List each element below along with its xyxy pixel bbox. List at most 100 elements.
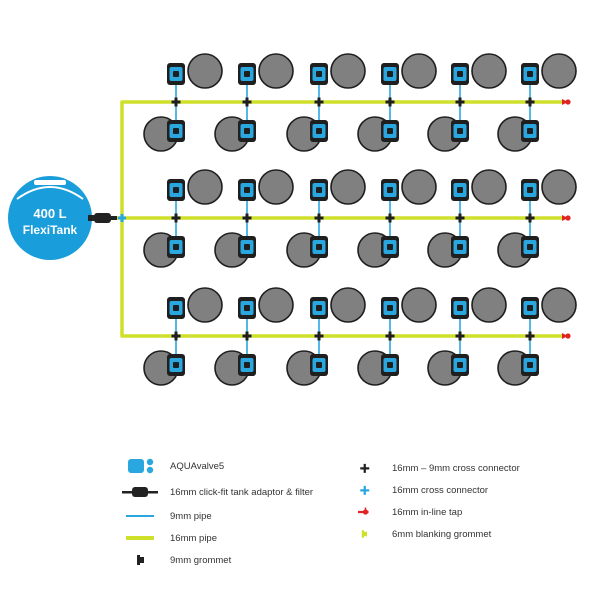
pot-icon xyxy=(330,287,366,323)
cross-connector-16-9-icon xyxy=(317,97,321,107)
aquavalve-port-icon xyxy=(457,71,463,77)
pot-icon xyxy=(258,287,294,323)
cross-connector-16-9-icon xyxy=(388,213,392,223)
legend-label: 9mm pipe xyxy=(170,510,212,522)
pot-icon xyxy=(471,287,507,323)
pot-icon xyxy=(541,169,577,205)
tank-capacity-label: 400 L xyxy=(33,206,66,221)
aquavalve-port-icon xyxy=(527,187,533,193)
aquavalve-port-icon xyxy=(457,305,463,311)
16mm-pipe-network xyxy=(117,100,562,338)
aquavalve-port-icon xyxy=(457,187,463,193)
legend-label: 16mm cross connector xyxy=(392,484,489,496)
aquavalve-port-icon xyxy=(316,128,322,134)
pipe-16mm-icon xyxy=(126,536,154,540)
pot-icon xyxy=(258,169,294,205)
aquavalve-port-icon xyxy=(173,71,179,77)
inline-tap-icon xyxy=(565,333,571,339)
cross-connector-16-9-icon xyxy=(360,463,370,473)
cross-connector-16-9-icon xyxy=(528,213,532,223)
aquavalve-port-icon xyxy=(173,305,179,311)
legend-label: AQUAvalve5 xyxy=(170,460,225,472)
legend-label: 16mm – 9mm cross connector xyxy=(392,462,520,474)
tank-outline-icon xyxy=(16,186,84,200)
tank-adaptor-filter-icon xyxy=(122,487,158,497)
legend-label: 16mm in-line tap xyxy=(392,506,463,518)
aquavalve-port-icon xyxy=(244,362,250,368)
aquavalve-port-icon xyxy=(527,362,533,368)
aquavalve-port-icon xyxy=(387,128,393,134)
pot-icon xyxy=(401,53,437,89)
legend-item-cross-16: 16mm cross connector xyxy=(352,482,488,498)
tank-lid-icon xyxy=(34,180,66,185)
pot-icon xyxy=(330,53,366,89)
fittings xyxy=(118,97,571,341)
tank-name-label: FlexiTank xyxy=(23,223,78,237)
pot-icon xyxy=(471,169,507,205)
aquavalve-port-icon xyxy=(316,362,322,368)
pot-icon xyxy=(187,169,223,205)
cross-connector-16-9-icon xyxy=(388,97,392,107)
aquavalve-port-icon xyxy=(387,71,393,77)
legend-label: 16mm click-fit tank adaptor & filter xyxy=(170,486,314,498)
legend-item-16mm-pipe: 16mm pipe xyxy=(120,530,217,546)
aquavalve-port-icon xyxy=(244,128,250,134)
legend-item-tank-adaptor: 16mm click-fit tank adaptor & filter xyxy=(120,484,313,500)
aquavalve-port-icon xyxy=(173,187,179,193)
aquavalve-port-icon xyxy=(244,244,250,250)
tank-icon xyxy=(8,176,92,260)
aquavalve-port-icon xyxy=(244,71,250,77)
aquavalve-icon xyxy=(128,458,154,474)
aquavalve-port-icon xyxy=(316,71,322,77)
pot-icon xyxy=(187,287,223,323)
legend-item-aquavalve: AQUAvalve5 xyxy=(120,458,224,474)
aquavalve-port-icon xyxy=(316,244,322,250)
cross-connector-16-9-icon xyxy=(458,213,462,223)
inline-tap-icon xyxy=(565,99,571,105)
cross-connector-16-icon xyxy=(120,214,124,222)
aquavalve-port-icon xyxy=(173,244,179,250)
pot-array xyxy=(143,53,577,386)
inline-tap-icon xyxy=(562,333,568,339)
inline-tap-icon xyxy=(565,215,571,221)
aquavalve-port-icon xyxy=(244,305,250,311)
cross-connector-16-icon xyxy=(360,485,370,495)
tank: 400 L FlexiTank xyxy=(8,176,92,260)
inline-tap-icon xyxy=(562,99,568,105)
legend-item-inline-tap: 16mm in-line tap xyxy=(352,504,462,520)
aquavalve-port-icon xyxy=(387,187,393,193)
pot-icon xyxy=(187,53,223,89)
pot-icon xyxy=(541,53,577,89)
pot-icon xyxy=(401,287,437,323)
legend-label: 9mm grommet xyxy=(170,554,232,566)
aquavalve-port-icon xyxy=(387,305,393,311)
aquavalve-port-icon xyxy=(527,244,533,250)
legend-label: 16mm pipe xyxy=(170,532,217,544)
inline-tap-icon xyxy=(358,507,369,515)
cross-connector-16-9-icon xyxy=(174,331,178,341)
cross-connector-16-9-icon xyxy=(528,331,532,341)
cross-connector-16-9-icon xyxy=(245,331,249,341)
legend-item-9mm-grommet: 9mm grommet xyxy=(120,552,231,568)
aquavalve-port-icon xyxy=(316,187,322,193)
inline-tap-icon xyxy=(562,215,568,221)
aquavalve-port-icon xyxy=(527,128,533,134)
legend-label: 6mm blanking grommet xyxy=(392,528,492,540)
pot-icon xyxy=(541,287,577,323)
aquavalve-port-icon xyxy=(173,362,179,368)
cross-connector-16-9-icon xyxy=(174,97,178,107)
aquavalve-port-icon xyxy=(316,305,322,311)
legend-item-cross-16-9: 16mm – 9mm cross connector xyxy=(352,460,520,476)
cross-connector-16-9-icon xyxy=(174,213,178,223)
pipe-9mm-icon xyxy=(126,515,154,517)
pot-icon xyxy=(471,53,507,89)
legend-item-9mm-pipe: 9mm pipe xyxy=(120,508,212,524)
blanking-grommet-icon xyxy=(361,530,367,538)
grommet-9mm-icon xyxy=(137,555,144,565)
cross-connector-16-9-icon xyxy=(245,213,249,223)
legend-item-blanking-grommet: 6mm blanking grommet xyxy=(352,526,491,542)
cross-connector-16-9-icon xyxy=(388,331,392,341)
aquavalve-port-icon xyxy=(457,362,463,368)
aquavalve-port-icon xyxy=(387,244,393,250)
aquavalve-port-icon xyxy=(457,128,463,134)
